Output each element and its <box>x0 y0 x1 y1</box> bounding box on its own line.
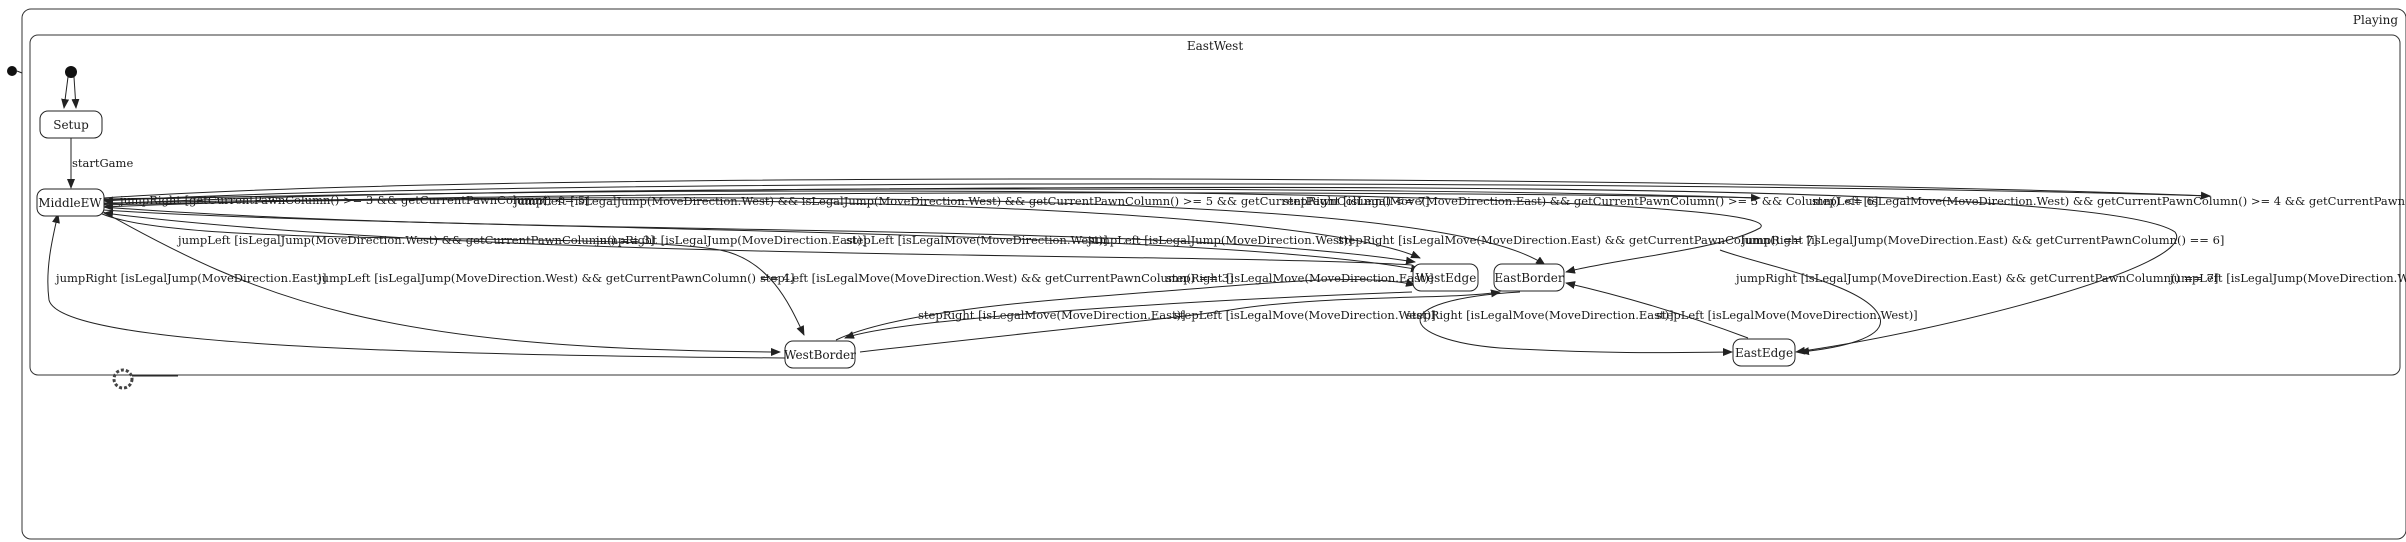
edge-middle-to-westborder-2 <box>99 209 781 356</box>
label-top-jumpright-col: jumpRight [getCurrentPawnColumn() >= 3 &… <box>118 193 590 207</box>
initial-edge-1 <box>61 76 70 109</box>
label-stepright-east-1: stepRight [isLegalMove(MoveDirection.Eas… <box>1166 271 1434 285</box>
label-jumpright-east-2: jumpRight [isLegalJump(MoveDirection.Eas… <box>54 271 326 285</box>
edge-top-loop-2 <box>103 183 2211 205</box>
initial-state-icon <box>65 66 77 78</box>
label-top-stepleft-col: stepLeft [isLegalMove(MoveDirection.West… <box>1812 194 2406 208</box>
edge-top-loop-1 <box>103 178 2211 200</box>
state-east-border-label: EastBorder <box>1494 271 1563 285</box>
label-stepright-east-3: stepRight [isLegalMove(MoveDirection.Eas… <box>1406 308 1674 322</box>
state-west-edge[interactable] <box>1412 263 1479 292</box>
playing-region-label: Playing <box>2353 13 2398 27</box>
label-stepleft-west-1: stepLeft [isLegalMove(MoveDirection.West… <box>846 233 1108 247</box>
label-stepright-east-2: stepRight [isLegalMove(MoveDirection.Eas… <box>918 308 1186 322</box>
playing-entry-point <box>7 66 17 76</box>
state-setup[interactable] <box>39 110 103 139</box>
label-stepleft-west-3: stepLeft [isLegalMove(MoveDirection.West… <box>1656 308 1918 322</box>
label-jumpleft-west-1: jumpLeft [isLegalJump(MoveDirection.West… <box>1086 233 1353 247</box>
label-stepright-eq7: stepRight [isLegalMove(MoveDirection.Eas… <box>1338 233 1818 247</box>
edge-middle-to-westedge-2 <box>102 206 1416 265</box>
label-top-stepright-col: stepRight [isLegalMove(MoveDirection.Eas… <box>1283 194 1878 208</box>
label-stepleft-west-2: stepLeft [isLegalMove(MoveDirection.West… <box>1174 308 1436 322</box>
label-top-jumpleft-col: jumpLeft [isLegalJump(MoveDirection.West… <box>512 194 1429 208</box>
edge-westborder-to-middle <box>47 213 786 359</box>
edge-westedge-to-westborder <box>844 291 1413 339</box>
edge-top-loop-3 <box>103 188 1761 205</box>
edge-middle-to-westedge-1 <box>102 209 1421 273</box>
state-east-border[interactable] <box>1493 263 1565 292</box>
initial-edge-2 <box>71 76 80 109</box>
playing-entry-edge <box>16 70 23 74</box>
edge-middle-to-westedge-3 <box>102 198 1421 259</box>
state-east-edge[interactable] <box>1732 338 1796 367</box>
edge-middle-to-westborder-1 <box>99 212 805 336</box>
state-west-edge-label: WestEdge <box>1416 271 1477 285</box>
label-start-game: startGame <box>72 156 133 170</box>
state-east-edge-label: EastEdge <box>1735 346 1793 360</box>
edge-middle-to-eastedge-1 <box>103 186 2178 355</box>
history-state-icon <box>112 368 134 390</box>
state-west-border[interactable] <box>784 340 856 369</box>
eastwest-region <box>29 34 2401 376</box>
label-jumpleft-west-2: jumpLeft [isLegalJump(MoveDirection.West… <box>2168 271 2406 285</box>
edge-middle-to-eastedge-2 <box>1719 249 1881 356</box>
edge-eastedge-to-eastborder <box>1565 281 1749 339</box>
label-stepleft-eq3: stepLeft [isLegalMove(MoveDirection.West… <box>760 271 1234 285</box>
state-setup-label: Setup <box>53 118 89 132</box>
state-middle-ew-label: MiddleEW <box>38 196 102 210</box>
playing-region <box>21 8 2406 540</box>
label-jumpleft-eq4: jumpLeft [isLegalJump(MoveDirection.West… <box>316 271 794 285</box>
state-west-border-label: WestBorder <box>784 348 856 362</box>
edge-westborder-to-eastborder <box>859 289 1501 353</box>
edge-eastborder-to-eastedge <box>1419 291 1733 357</box>
edge-westedge-to-middle <box>103 210 1413 266</box>
edge-middle-to-eastborder-1 <box>103 197 1546 266</box>
state-middle-ew[interactable] <box>36 188 105 217</box>
label-jumpright-eq7: jumpRight [isLegalJump(MoveDirection.Eas… <box>1734 271 2218 285</box>
label-jumpright-east-1: jumpRight [isLegalJump(MoveDirection.Eas… <box>594 233 866 247</box>
label-jumpright-eq6: jumpRight [isLegalJump(MoveDirection.Eas… <box>1740 233 2224 247</box>
edge-westborder-to-westedge <box>835 278 1416 341</box>
eastwest-region-label: EastWest <box>1187 39 1244 53</box>
label-jumpleft-eq3: jumpLeft [isLegalJump(MoveDirection.West… <box>176 233 654 247</box>
